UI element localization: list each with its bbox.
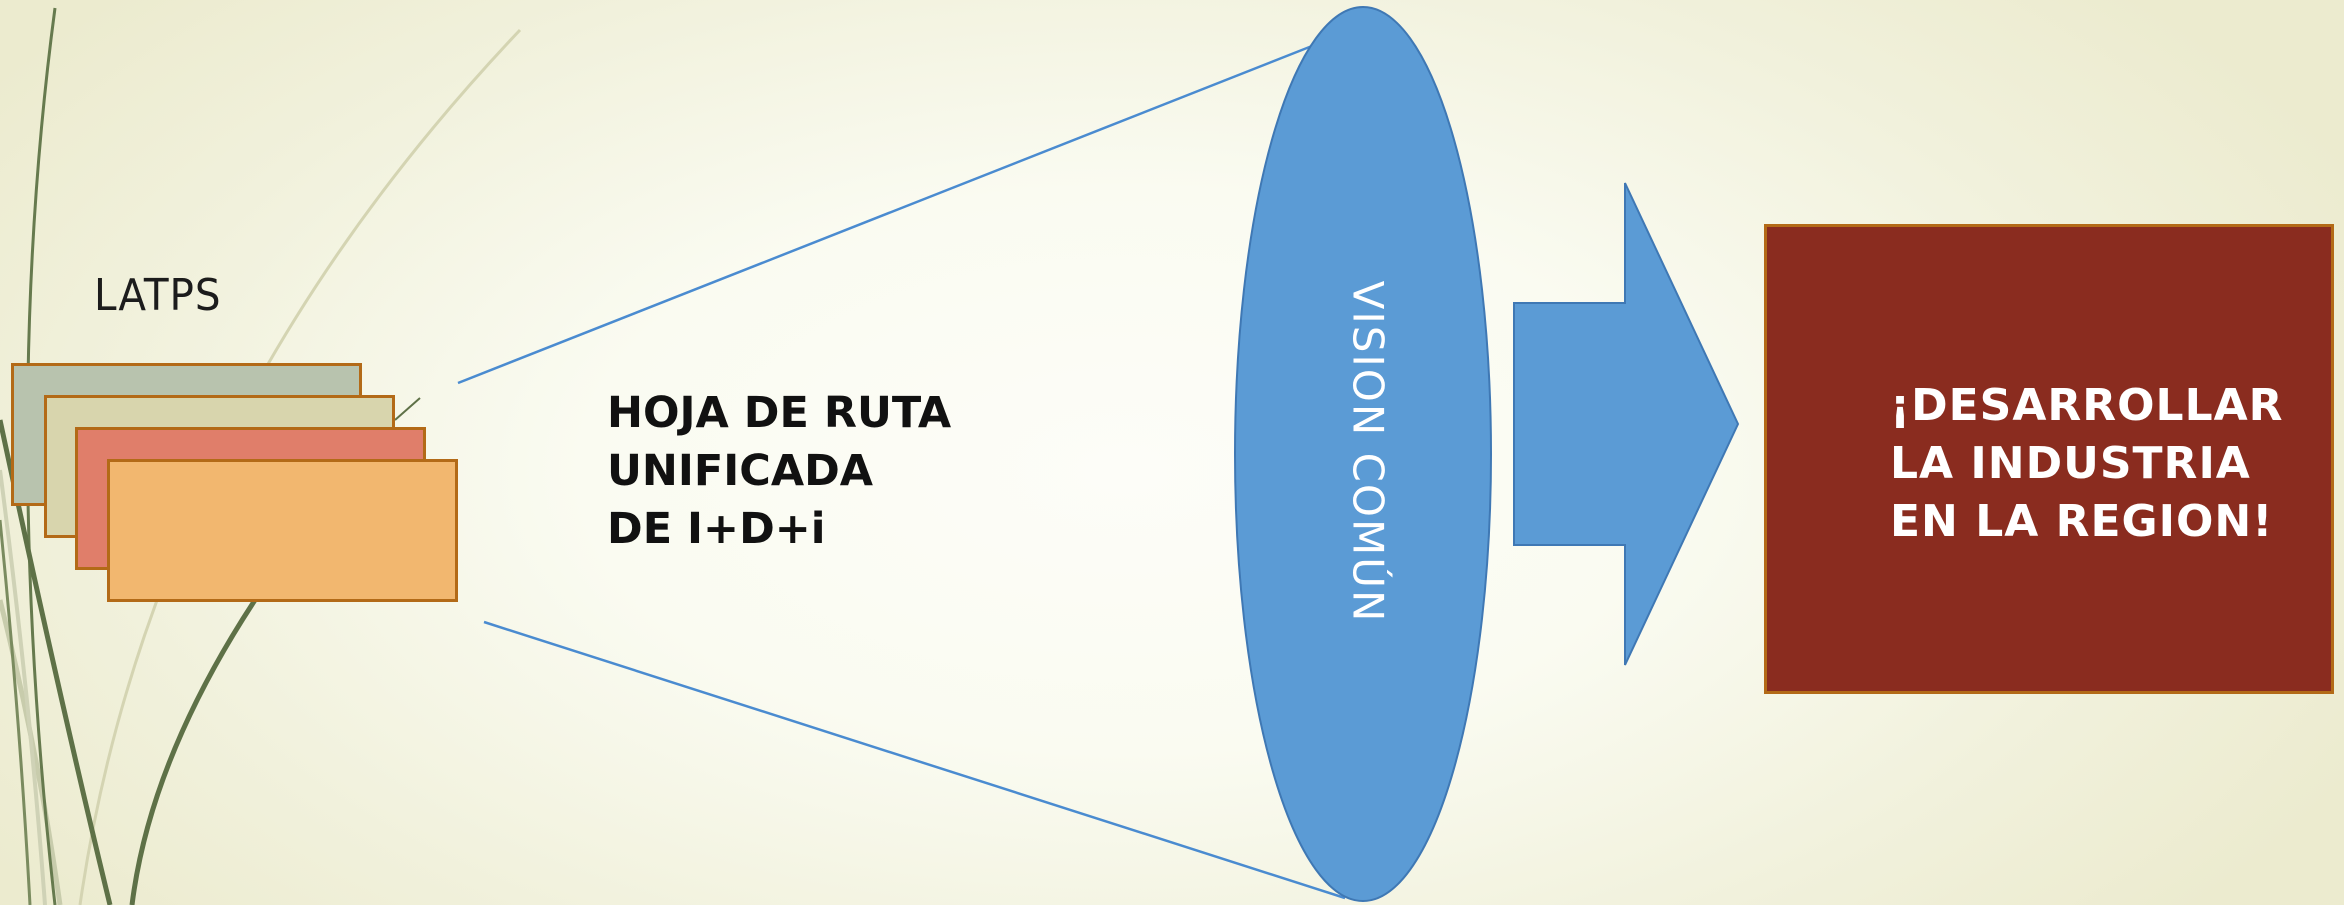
goal-line-3: EN LA REGION! <box>1890 496 2274 547</box>
stem-dark-3 <box>129 598 258 905</box>
goal-line-1: ¡DESARROLLAR <box>1890 380 2284 431</box>
roadmap-line-3: DE I+D+i <box>607 504 826 554</box>
vision-label: VISION COMÚN <box>1343 280 1393 624</box>
roadmap-text: HOJA DE RUTA UNIFICADA DE I+D+i <box>607 384 951 558</box>
stem-light-3 <box>0 469 47 905</box>
latps-label: LATPS <box>94 270 222 321</box>
goal-text: ¡DESARROLLAR LA INDUSTRIA EN LA REGION! <box>1890 377 2284 551</box>
cone-line-bottom <box>483 620 1346 900</box>
right-arrow <box>1513 182 1740 666</box>
roadmap-line-2: UNIFICADA <box>607 446 874 496</box>
stem-small <box>394 397 421 421</box>
roadmap-line-1: HOJA DE RUTA <box>607 388 952 438</box>
latps-card-4 <box>107 459 458 602</box>
goal-line-2: LA INDUSTRIA <box>1890 438 2251 489</box>
goal-box <box>1764 224 2334 694</box>
stem-dark-4 <box>0 519 32 905</box>
cone-line-top <box>457 44 1313 385</box>
vision-ellipse <box>1234 6 1492 902</box>
